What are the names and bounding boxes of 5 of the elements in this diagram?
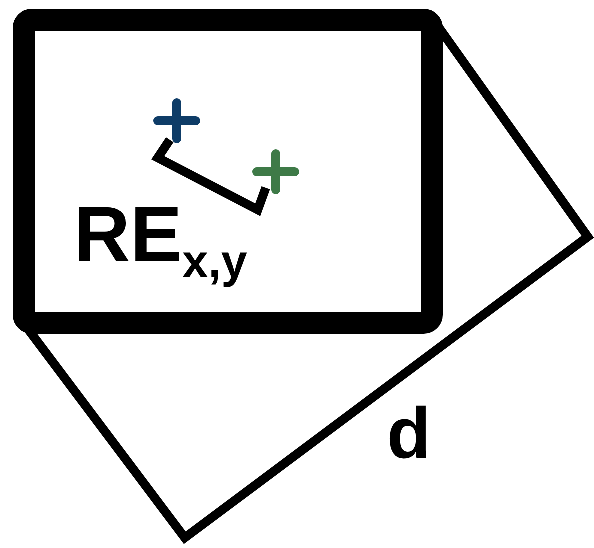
dimension-label: d (387, 398, 431, 470)
plus-marker (252, 150, 300, 194)
formula-label: RE$_{x,y}$ (74, 195, 248, 286)
connector-line (151, 138, 270, 216)
plus-marker (154, 98, 200, 144)
